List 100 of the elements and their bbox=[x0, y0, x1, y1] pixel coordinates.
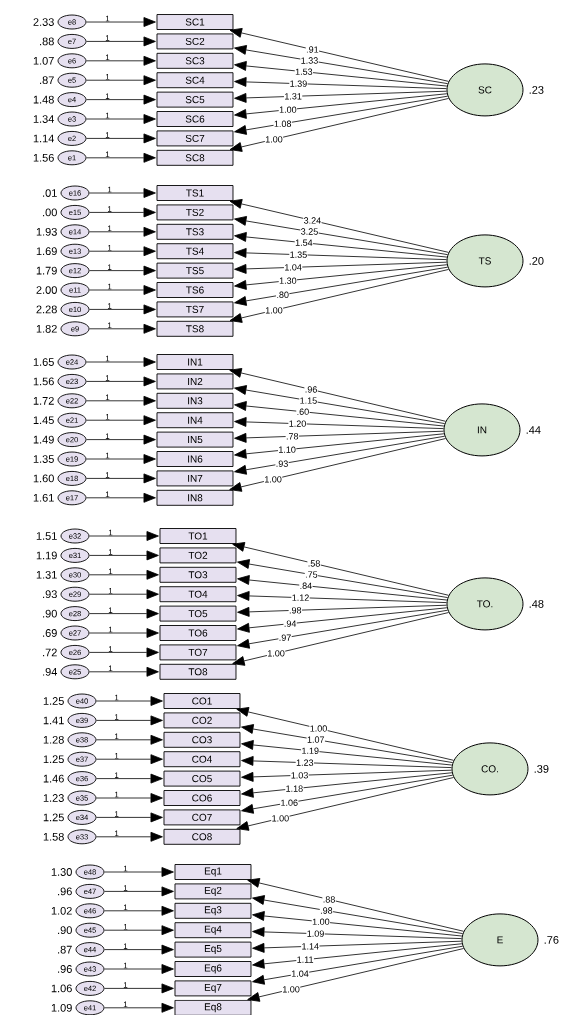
variance-label: .90 bbox=[43, 609, 57, 618]
arrow bbox=[241, 774, 453, 814]
indicator-box: CO2 bbox=[163, 712, 241, 729]
indicator-box: CO1 bbox=[163, 693, 241, 709]
indicator-box: TS5 bbox=[156, 262, 234, 279]
arrow bbox=[252, 911, 463, 937]
edge-label: 1.04 bbox=[290, 970, 310, 978]
edge-label: 1.00 bbox=[309, 724, 328, 733]
edge-label: 1 bbox=[105, 132, 110, 138]
edge-label: 1.10 bbox=[277, 446, 297, 454]
variance-label: 1.23 bbox=[43, 794, 64, 802]
indicator-box: TO6 bbox=[159, 625, 237, 641]
arrow bbox=[234, 430, 444, 443]
arrow bbox=[89, 226, 156, 237]
edge-label: 1.00 bbox=[281, 985, 301, 993]
edge-label: 1.04 bbox=[283, 263, 303, 271]
arrow bbox=[86, 395, 156, 406]
edge-label: .75 bbox=[304, 571, 319, 579]
variance-label: 2.00 bbox=[36, 286, 57, 294]
variance-label: 1.56 bbox=[33, 153, 54, 162]
edge-label: 1 bbox=[114, 830, 119, 837]
indicator-box: TO5 bbox=[159, 605, 237, 622]
arrow bbox=[234, 261, 447, 274]
variance-label: .69 bbox=[43, 629, 57, 637]
indicator-box: SC3 bbox=[156, 52, 234, 69]
arrow bbox=[234, 232, 448, 258]
variance-label: 1.72 bbox=[33, 397, 54, 405]
arrow bbox=[234, 435, 445, 475]
edge-label: 1 bbox=[114, 694, 119, 701]
arrow bbox=[89, 207, 156, 218]
arrow bbox=[232, 612, 449, 666]
variance-label: 1.35 bbox=[33, 455, 54, 463]
variance-label: 1.34 bbox=[33, 115, 54, 123]
edge-label: 1 bbox=[114, 714, 119, 720]
arrow bbox=[241, 772, 453, 798]
arrow bbox=[89, 550, 159, 561]
arrow bbox=[237, 604, 447, 617]
arrow bbox=[86, 133, 156, 144]
arrow bbox=[96, 793, 163, 803]
edge-label: 3.25 bbox=[300, 227, 319, 236]
arrow bbox=[104, 867, 174, 877]
arrow bbox=[241, 740, 453, 766]
variance-label: .96 bbox=[58, 887, 72, 896]
variance-label: 1.19 bbox=[36, 551, 57, 560]
arrow bbox=[237, 591, 447, 603]
arrow bbox=[236, 707, 454, 761]
indicator-box: SC1 bbox=[156, 14, 234, 30]
arrow bbox=[252, 945, 463, 985]
indicator-box: TO1 bbox=[159, 528, 237, 544]
indicator-box: TO3 bbox=[159, 566, 237, 583]
arrow bbox=[229, 199, 449, 253]
edge-label: 1 bbox=[123, 924, 128, 930]
variance-label: .87 bbox=[58, 945, 72, 954]
variance-label: 1.49 bbox=[33, 435, 54, 444]
variance-label: 1.65 bbox=[33, 358, 54, 366]
arrow bbox=[237, 559, 448, 598]
indicator-box: Eq7 bbox=[174, 980, 252, 997]
indicator-box: Eq3 bbox=[174, 902, 252, 919]
variance-label: 1.79 bbox=[36, 266, 57, 275]
indicator-box: IN6 bbox=[156, 451, 234, 467]
edge-label: 1 bbox=[108, 607, 113, 613]
edge-label: 1.00 bbox=[278, 106, 298, 114]
arrow bbox=[234, 433, 445, 459]
edge-label: 1.23 bbox=[295, 759, 314, 767]
edge-label: 1 bbox=[123, 982, 128, 988]
edge-label: 1.14 bbox=[301, 942, 320, 950]
arrow bbox=[234, 77, 447, 90]
edge-label: 1.31 bbox=[283, 92, 303, 100]
arrow bbox=[86, 94, 156, 105]
edge-label: 1 bbox=[107, 206, 112, 212]
arrow bbox=[86, 36, 156, 47]
arrow bbox=[96, 812, 163, 823]
arrow bbox=[104, 886, 174, 897]
variance-label: 2.33 bbox=[33, 18, 54, 26]
arrow bbox=[237, 575, 448, 601]
arrow bbox=[89, 323, 156, 334]
edge-label: 1 bbox=[105, 93, 110, 99]
arrow bbox=[86, 75, 156, 86]
arrow bbox=[89, 531, 159, 541]
edge-label: 1 bbox=[123, 904, 128, 911]
indicator-box: IN7 bbox=[156, 470, 234, 487]
variance-label: 1.25 bbox=[43, 813, 64, 822]
arrow bbox=[234, 61, 448, 87]
indicator-box: TS6 bbox=[156, 282, 234, 298]
edge-label: 1 bbox=[108, 588, 113, 594]
arrow bbox=[241, 724, 453, 763]
edge-label: 1 bbox=[105, 35, 110, 41]
arrow bbox=[86, 376, 156, 387]
arrow bbox=[86, 454, 156, 464]
indicator-box: CO4 bbox=[163, 751, 241, 768]
variance-label: 1.06 bbox=[51, 984, 72, 993]
indicator-box: Eq2 bbox=[174, 883, 252, 900]
edge-label: 1.19 bbox=[301, 747, 320, 755]
arrow bbox=[234, 216, 448, 256]
indicator-box: TS7 bbox=[156, 301, 234, 318]
edge-label: 1 bbox=[105, 375, 110, 381]
variance-label: 1.58 bbox=[43, 832, 64, 841]
arrow bbox=[252, 927, 462, 939]
r-squared-label: .20 bbox=[529, 257, 544, 265]
edge-label: 1.07 bbox=[306, 735, 325, 744]
